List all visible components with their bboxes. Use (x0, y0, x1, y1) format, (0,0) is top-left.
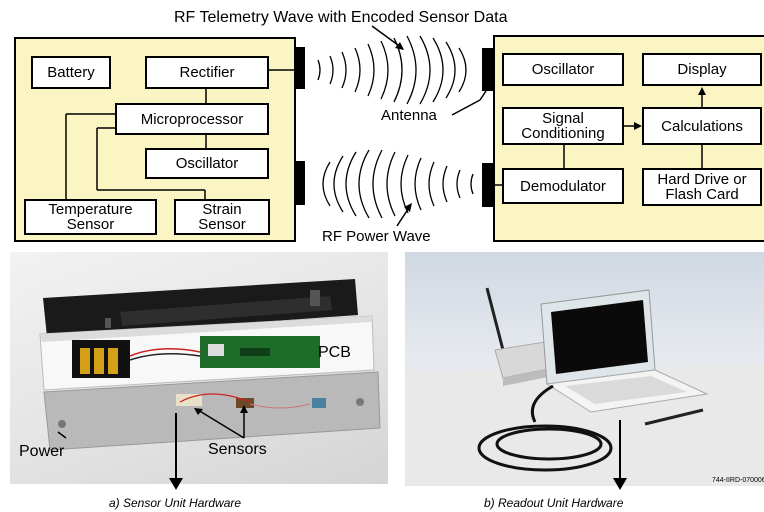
sensor-unit-caption: a) Sensor Unit Hardware (109, 496, 242, 510)
strain-sensor-block: Strain Sensor (174, 199, 270, 235)
sensor-power-antenna (294, 161, 305, 205)
readout-power-antenna (482, 163, 493, 207)
demodulator-block: Demodulator (502, 168, 624, 204)
sensor-telemetry-antenna (294, 47, 305, 89)
sensor-unit-photo (10, 252, 388, 484)
sensors-label: Sensors (208, 441, 267, 458)
telemetry-wave-title: RF Telemetry Wave with Encoded Sensor Da… (174, 9, 508, 26)
calculations-block: Calculations (642, 107, 762, 145)
microprocessor-block: Microprocessor (115, 103, 269, 135)
signal-conditioning-block: Signal Conditioning (502, 107, 624, 145)
figure-id: 744-IIRD-070006 (712, 477, 764, 484)
readout-unit-photo (405, 252, 764, 486)
pcb-label: PCB (318, 344, 351, 361)
rectifier-block: Rectifier (145, 56, 269, 89)
storage-block: Hard Drive or Flash Card (642, 168, 762, 206)
power-label: Power (19, 443, 65, 460)
antenna-label: Antenna (381, 107, 437, 124)
sensor-oscillator-block: Oscillator (145, 148, 269, 179)
power-wave-label: RF Power Wave (322, 228, 431, 245)
temperature-sensor-block: Temperature Sensor (24, 199, 157, 235)
readout-unit-caption: b) Readout Unit Hardware (484, 496, 624, 510)
readout-oscillator-block: Oscillator (502, 53, 624, 86)
readout-telemetry-antenna (482, 48, 493, 91)
display-block: Display (642, 53, 762, 86)
battery-block: Battery (31, 56, 111, 89)
